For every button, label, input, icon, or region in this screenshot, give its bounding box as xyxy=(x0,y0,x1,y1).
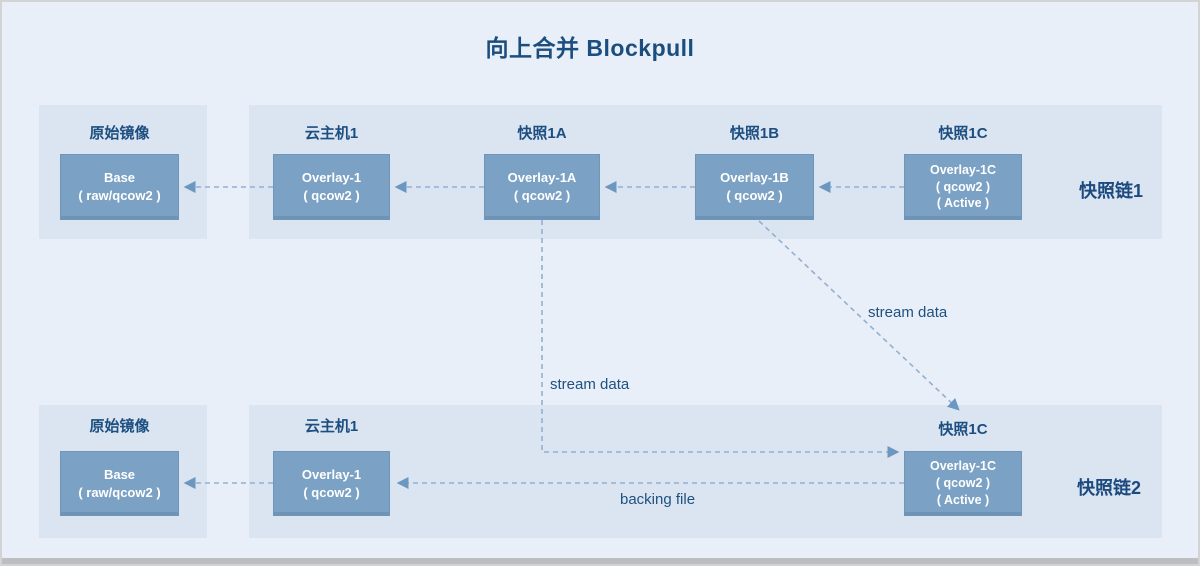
node-box-overlay1-chain1: Overlay-1 ( qcow2 ) xyxy=(273,154,390,220)
node-box-overlay1c-chain2: Overlay-1C ( qcow2 ) ( Active ) xyxy=(904,451,1022,516)
node-label-snap1a: 快照1A xyxy=(517,125,567,142)
annotation-stream-data-vertical: stream data xyxy=(550,376,630,393)
box-line: Overlay-1C xyxy=(929,459,996,474)
box-line: ( Active ) xyxy=(936,492,990,507)
diagram-title: 向上合并 Blockpull xyxy=(485,35,695,61)
node-box-overlay1-chain2: Overlay-1 ( qcow2 ) xyxy=(273,451,390,516)
box-line: ( qcow2 ) xyxy=(513,188,571,203)
box-line: Overlay-1C xyxy=(929,162,996,177)
box-line: ( qcow2 ) xyxy=(303,188,360,203)
node-label-base-chain1: 原始镜像 xyxy=(89,125,150,142)
chain1-label: 快照链1 xyxy=(1078,181,1143,201)
box-line: ( qcow2 ) xyxy=(935,179,991,194)
box-line: ( qcow2 ) xyxy=(726,188,783,203)
node-label-snap1b: 快照1B xyxy=(729,125,780,142)
box-line: ( raw/qcow2 ) xyxy=(78,188,161,203)
node-label-base-chain2: 原始镜像 xyxy=(89,418,150,435)
box-line: ( Active ) xyxy=(936,196,990,211)
box-line: Overlay-1A xyxy=(507,170,577,186)
box-line: Overlay-1B xyxy=(720,170,789,186)
node-label-vm1-chain2: 云主机1 xyxy=(304,418,359,435)
box-line: Base xyxy=(103,170,136,186)
node-box-overlay1b: Overlay-1B ( qcow2 ) xyxy=(695,154,814,220)
box-line: ( raw/qcow2 ) xyxy=(78,484,161,500)
node-box-base-chain2: Base ( raw/qcow2 ) xyxy=(60,451,179,516)
box-line: ( qcow2 ) xyxy=(303,484,360,500)
node-box-base-chain1: Base ( raw/qcow2 ) xyxy=(60,154,179,220)
node-label-vm1-chain1: 云主机1 xyxy=(304,125,359,142)
box-line: Base xyxy=(103,466,136,482)
box-line: ( qcow2 ) xyxy=(935,476,991,491)
bottom-border-bar xyxy=(2,558,1198,564)
node-box-overlay1a: Overlay-1A ( qcow2 ) xyxy=(484,154,600,220)
annotation-backing-file: backing file xyxy=(620,491,696,508)
node-label-snap1c-chain1: 快照1C xyxy=(938,125,988,142)
node-box-overlay1c-chain1: Overlay-1C ( qcow2 ) ( Active ) xyxy=(904,154,1022,220)
chain2-label: 快照链2 xyxy=(1076,478,1141,498)
annotation-stream-data-diagonal: stream data xyxy=(868,304,948,321)
node-label-snap1c-chain2: 快照1C xyxy=(938,421,988,438)
box-line: Overlay-1 xyxy=(301,170,362,186)
box-line: Overlay-1 xyxy=(301,466,362,482)
